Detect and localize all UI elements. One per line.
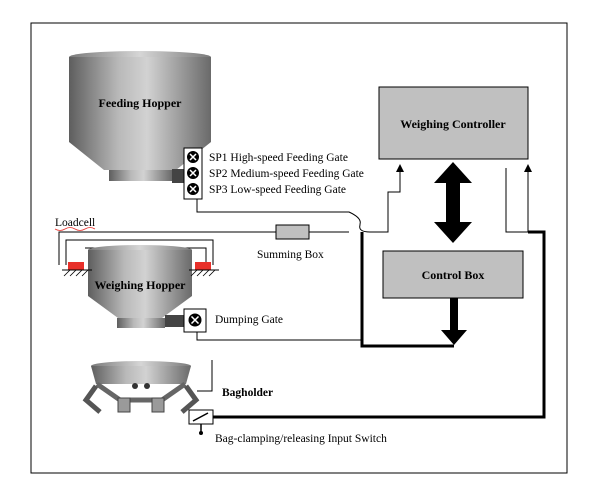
summing-box: [275, 224, 310, 240]
control-box-label: Control Box: [422, 268, 485, 282]
feeding-hopper-label: Feeding Hopper: [99, 96, 183, 110]
sp1-label: SP1 High-speed Feeding Gate: [209, 152, 348, 164]
loadcell-right: [189, 262, 219, 277]
input-switch-icon: [188, 409, 214, 435]
dumping-gate-actuator: [165, 315, 185, 327]
control-output-arrow: [441, 298, 467, 345]
weighing-hopper-label: Weighing Hopper: [94, 278, 186, 292]
sp3-label: SP3 Low-speed Feeding Gate: [209, 184, 346, 196]
weighing-controller-box: [378, 86, 529, 160]
bidirectional-arrow: [434, 162, 472, 243]
loadcell-underline: [54, 227, 96, 231]
dumping-valve-icon: [188, 313, 202, 327]
feeding-gate-actuator: [172, 169, 184, 183]
feeding-hopper: Feeding Hopper: [69, 51, 211, 181]
loadcell-left: [62, 262, 92, 277]
summing-box-label: Summing Box: [257, 249, 324, 261]
weighing-controller-label: Weighing Controller: [400, 117, 506, 131]
bagholder: [82, 361, 200, 414]
control-box: [382, 250, 524, 299]
weighing-hopper: Weighing Hopper: [88, 245, 192, 328]
sp2-valve-icon: [187, 167, 199, 179]
input-switch-label: Bag-clamping/releasing Input Switch: [215, 433, 387, 445]
loadcell-label: Loadcell: [55, 217, 95, 229]
sp3-valve-icon: [187, 183, 199, 195]
bagholder-label: Bagholder: [222, 387, 273, 399]
dumping-gate-label: Dumping Gate: [215, 314, 283, 326]
sp1-valve-icon: [187, 151, 199, 163]
signal-wires: [196, 164, 546, 419]
sp2-label: SP2 Medium-speed Feeding Gate: [209, 168, 364, 180]
diagram-frame: [30, 22, 568, 474]
